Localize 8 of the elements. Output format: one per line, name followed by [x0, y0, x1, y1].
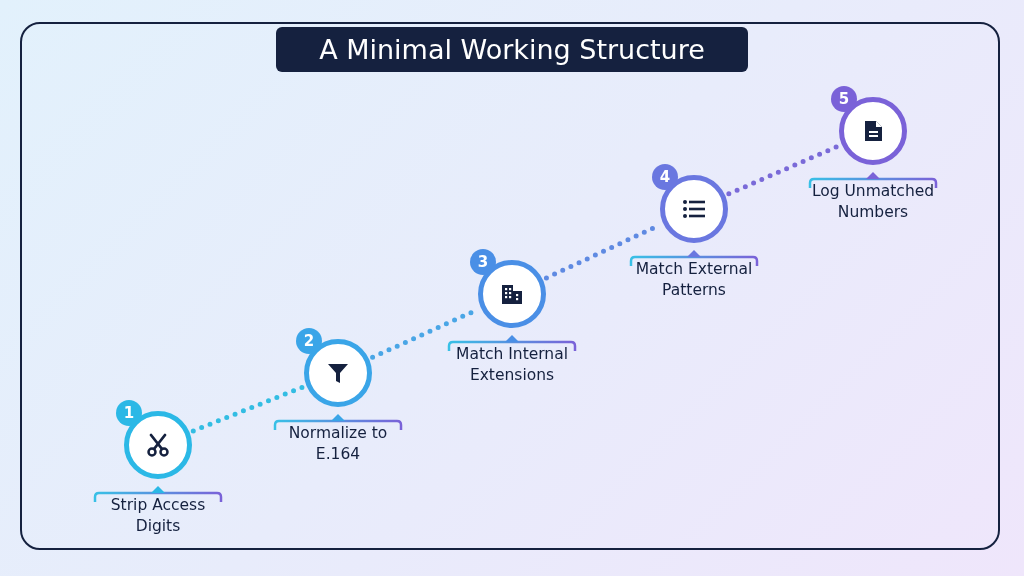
step-label: Match External Patterns	[634, 259, 754, 301]
step-label: Strip Access Digits	[109, 495, 207, 537]
title: A Minimal Working Structure	[276, 27, 748, 72]
step-label: Log Unmatched Numbers	[810, 181, 936, 223]
step-label: Match Internal Extensions	[455, 344, 569, 386]
dotted-connector	[726, 143, 841, 197]
step-label: Normalize to E.164	[287, 423, 389, 465]
dotted-connector	[190, 384, 306, 434]
